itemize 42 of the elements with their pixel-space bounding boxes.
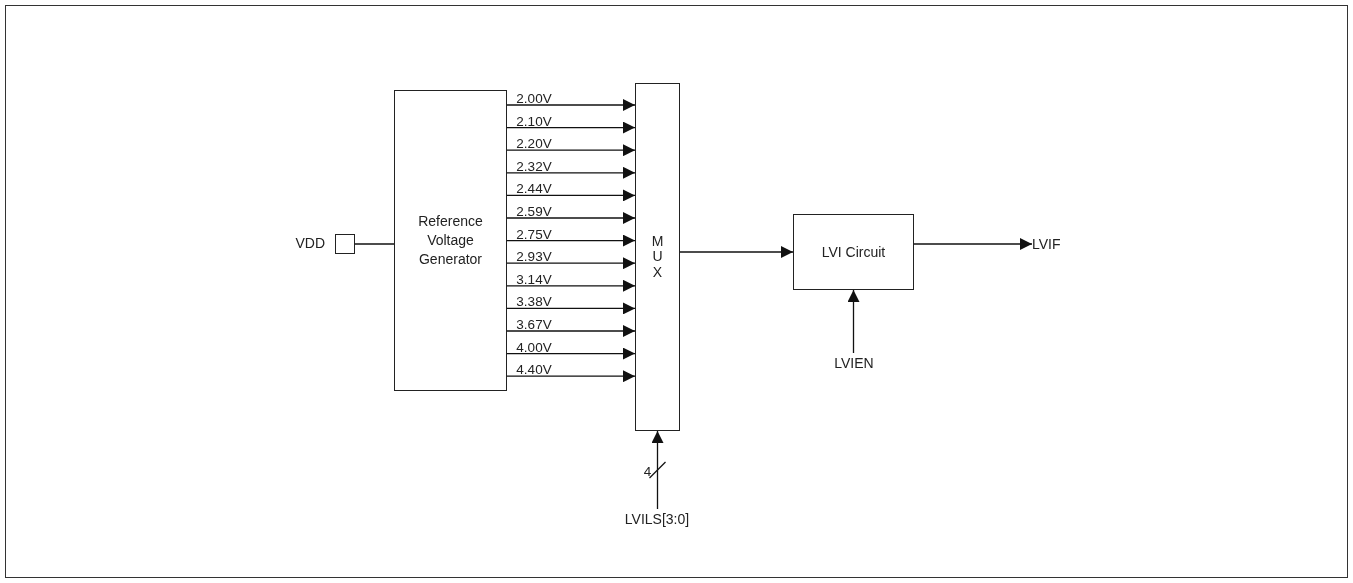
edge-label: 4.00V: [516, 340, 552, 354]
edge-label: 2.75V: [516, 227, 552, 241]
edge-label: 3.14V: [516, 272, 552, 286]
pin-label: VDD: [295, 235, 325, 251]
edge-label: 2.32V: [516, 159, 552, 173]
arrow: [679, 246, 794, 258]
edge-label: 2.00V: [516, 91, 552, 105]
arrow: [913, 238, 1033, 250]
edge-label: 2.93V: [516, 249, 552, 264]
signal-text: LVIEN: [834, 353, 874, 373]
arrow: [506, 279, 636, 292]
signal-text: LVIF: [1032, 234, 1061, 254]
block-label: Reference Voltage Generator: [417, 212, 484, 269]
signal-text: LVILS[3:0]: [624, 509, 690, 529]
arrow: [506, 302, 636, 315]
arrow: [506, 121, 636, 134]
edge-label: 2.20V: [516, 136, 552, 151]
arrow: [506, 99, 636, 111]
block-box: [635, 83, 680, 431]
edge-label: 2.44V: [516, 181, 552, 196]
arrow: [506, 234, 636, 247]
arrow: [506, 347, 636, 360]
edge-label: 2.59V: [516, 204, 552, 218]
arrow: [651, 430, 664, 510]
block-box: [394, 90, 507, 391]
block-label: M U X: [650, 233, 665, 281]
arrow: [506, 257, 636, 270]
arrow: [506, 325, 636, 337]
block-label: LVI Circuit: [821, 242, 886, 262]
block-box: [793, 214, 914, 290]
arrow: [506, 189, 636, 202]
arrow: [506, 166, 636, 179]
edge-label: 4.40V: [516, 362, 552, 377]
arrow: [506, 144, 636, 157]
arrow: [506, 370, 636, 383]
bus-width-label: 4: [643, 464, 652, 478]
edge-label: 3.38V: [516, 294, 552, 309]
arrow: [847, 289, 860, 354]
arrow: [506, 212, 636, 224]
edge-label: 3.67V: [516, 317, 552, 331]
edge-label: 2.10V: [516, 114, 552, 128]
pin-pad: [335, 234, 355, 254]
